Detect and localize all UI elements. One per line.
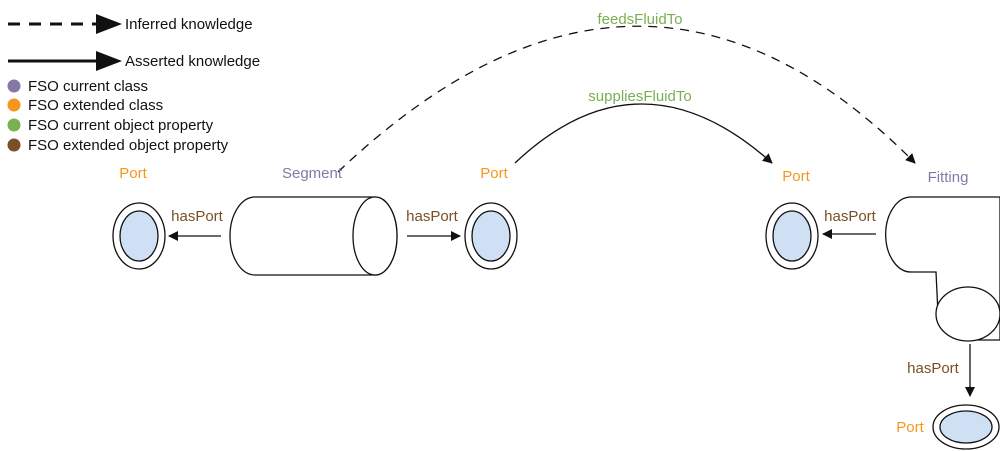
legend-inferred-label: Inferred knowledge	[125, 16, 253, 33]
port-bottom-label: Port	[896, 419, 924, 436]
legend-asserted-arrow	[8, 51, 122, 71]
legend-dot-extended-property	[7, 138, 21, 152]
feeds-fluid-to-edge	[337, 25, 916, 173]
port-right	[765, 202, 819, 270]
has-port-label-3: hasPort	[824, 208, 877, 225]
legend-dot-current-property	[7, 118, 21, 132]
legend-item-current-class: FSO current class	[28, 78, 148, 95]
port-right-label: Port	[782, 168, 810, 185]
has-port-label-2: hasPort	[406, 208, 459, 225]
fitting-label: Fitting	[928, 169, 969, 186]
legend-inferred-arrow	[8, 14, 122, 34]
supplies-fluid-to-label: suppliesFluidTo	[588, 88, 691, 105]
legend: Inferred knowledge Asserted knowledge FS…	[7, 14, 260, 154]
port-left	[112, 202, 166, 270]
segment-label: Segment	[282, 165, 343, 182]
feeds-fluid-to-label: feedsFluidTo	[597, 11, 682, 28]
port-mid-label: Port	[480, 165, 508, 182]
supplies-fluid-to-edge	[514, 103, 773, 164]
legend-item-extended-class: FSO extended class	[28, 97, 163, 114]
port-bottom	[932, 404, 1000, 450]
legend-asserted-label: Asserted knowledge	[125, 53, 260, 70]
legend-dot-current-class	[7, 79, 21, 93]
fitting-elbow	[885, 196, 1000, 342]
segment-cylinder	[229, 196, 398, 276]
legend-item-extended-property: FSO extended object property	[28, 137, 229, 154]
has-port-label-1: hasPort	[171, 208, 224, 225]
legend-dot-extended-class	[7, 98, 21, 112]
port-mid	[464, 202, 518, 270]
legend-item-current-property: FSO current object property	[28, 117, 214, 134]
has-port-label-4: hasPort	[907, 360, 960, 377]
port-left-label: Port	[119, 165, 147, 182]
